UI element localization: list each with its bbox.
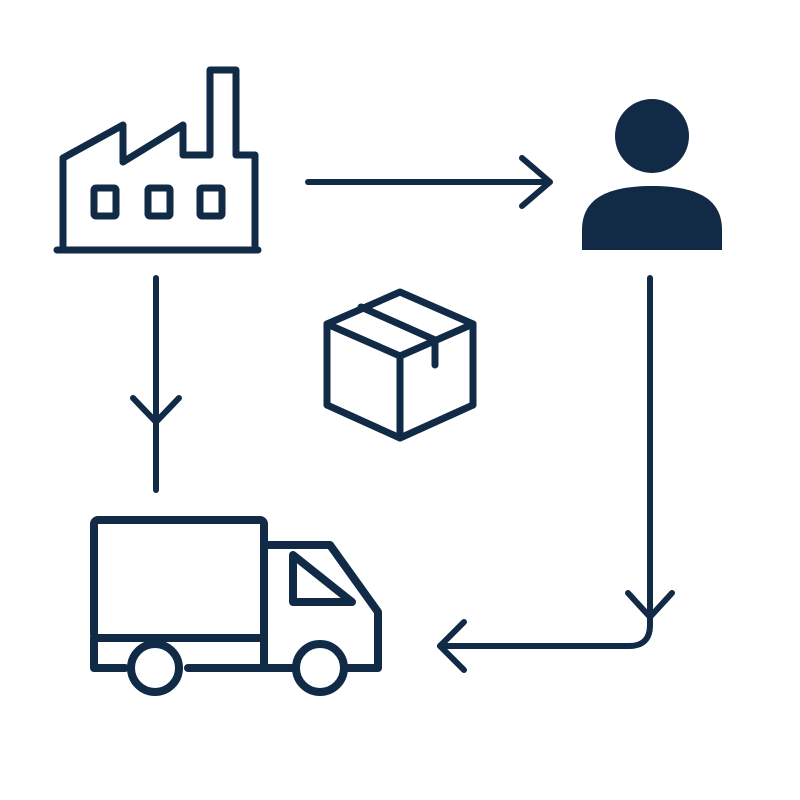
factory-icon (53, 66, 262, 254)
arrow-factory-to-customer (305, 155, 553, 209)
package-box-icon (323, 288, 477, 442)
arrow-customer-to-truck (437, 275, 675, 673)
delivery-truck-icon (90, 516, 382, 696)
arrow-factory-to-truck (130, 275, 182, 493)
person-icon (582, 99, 722, 250)
